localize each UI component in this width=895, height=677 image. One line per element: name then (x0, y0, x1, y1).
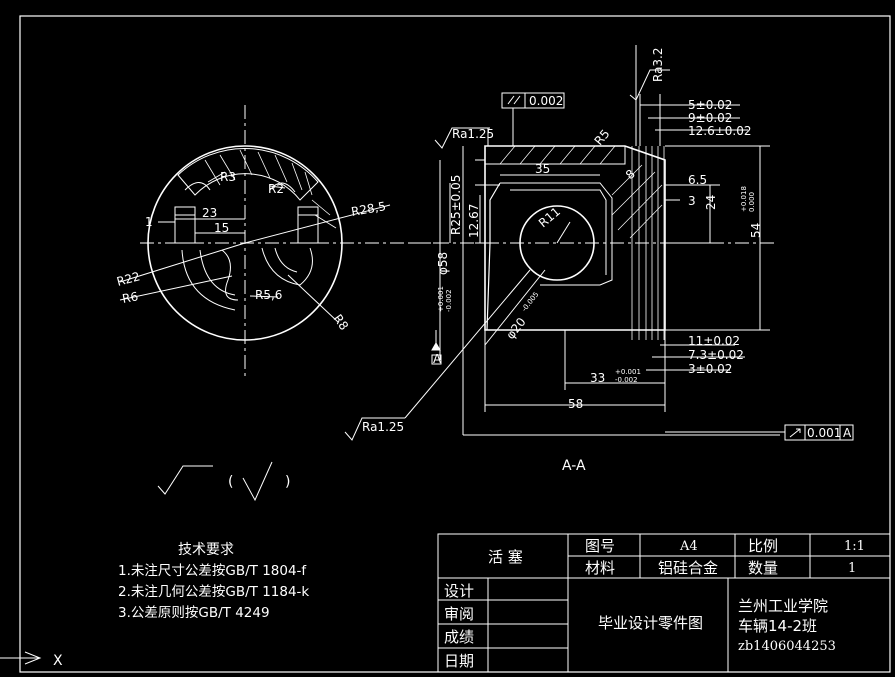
dim-126: 12.6±0.02 (688, 124, 752, 138)
paren-open: ( (228, 474, 233, 490)
dim-5: 5±0.02 (688, 98, 732, 112)
dim-1: 1 (145, 215, 153, 229)
dim-phi58: φ58 (436, 252, 450, 275)
dim-r22: R22 (115, 269, 141, 289)
drawing-title: 毕业设计零件图 (598, 614, 703, 632)
material-label: 材料 (585, 559, 615, 577)
dim-23: 23 (202, 206, 217, 220)
dim-54-tol-lower: 0.000 (748, 192, 756, 212)
dim-33-tol-upper: +0.001 (615, 368, 641, 376)
qty-value: 1 (848, 561, 856, 576)
dim-ra125-top: Ra1.25 (452, 127, 494, 141)
dim-r11: R11 (536, 204, 563, 230)
notes-title: 技术要求 (178, 542, 234, 558)
dim-r285: R28,5 (350, 199, 387, 219)
datum-label: A (433, 352, 442, 366)
material-value: 铝硅合金 (658, 559, 718, 577)
dim-r6: R6 (121, 289, 139, 306)
dim-3: 3 (688, 194, 696, 208)
dim-r25: R25±0.05 (449, 175, 463, 235)
dim-15: 15 (214, 221, 229, 235)
technical-requirements: 技术要求 1.未注尺寸公差按GB/T 1804-f 2.未注几何公差按GB/T … (118, 540, 438, 624)
dim-33: 33 (590, 371, 605, 385)
note-item: 2.未注几何公差按GB/T 1184-k (118, 584, 310, 600)
dim-phi58-tol-upper: +0.001 (437, 286, 445, 312)
drawing-no-label: 图号 (585, 537, 615, 555)
dim-phi58-tol-lower: -0.002 (445, 289, 453, 312)
row-label-design: 设计 (444, 582, 474, 600)
dim-r3: R3 (220, 170, 236, 184)
axis-marker-label: X (53, 653, 63, 669)
note-item: 1.未注尺寸公差按GB/T 1804-f (118, 563, 307, 579)
dim-phi20: φ20 (503, 315, 528, 342)
section-view (344, 45, 785, 441)
dim-35: 35 (535, 162, 550, 176)
title-block (437, 533, 891, 673)
drawing-no: A4 (679, 539, 698, 554)
dim-3b: 3±0.02 (688, 362, 732, 376)
dim-8: 8 (623, 167, 638, 183)
runout-value: 0.001 (807, 426, 841, 440)
axis-marker (0, 651, 42, 665)
scale-label: 比例 (748, 537, 778, 555)
dim-54-tol-upper: +0.018 (740, 186, 748, 212)
dim-54: 54 (749, 223, 763, 238)
class-name: 车辆14-2班 (738, 617, 817, 635)
school-name: 兰州工业学院 (738, 597, 828, 615)
row-label-grade: 成绩 (444, 628, 474, 646)
surface-finish-symbols (157, 461, 273, 502)
front-view-dims: R3 R2 R28,5 1 23 15 R22 R6 R5,6 R8 (115, 170, 387, 333)
runout-datum: A (843, 426, 852, 440)
dim-24: 24 (704, 195, 718, 210)
scale-value: 1:1 (844, 539, 865, 554)
dim-33-tol-lower: -0.002 (615, 376, 638, 384)
row-label-review: 审阅 (444, 605, 474, 623)
dim-9: 9±0.02 (688, 111, 732, 125)
dim-ra32: Ra3.2 (651, 47, 665, 82)
dim-11: 11±0.02 (688, 334, 740, 348)
row-label-date: 日期 (444, 652, 474, 670)
front-view (119, 105, 440, 380)
flatness-value: 0.002 (529, 94, 563, 108)
dim-r2: R2 (268, 182, 284, 196)
dim-73: 7.3±0.02 (688, 348, 744, 362)
dim-1267: 12.67 (467, 204, 481, 238)
qty-label: 数量 (748, 559, 778, 577)
part-name: 活 塞 (488, 548, 523, 566)
note-item: 3.公差原则按GB/T 4249 (118, 605, 270, 621)
dim-phi20-tol: -0.005 (520, 291, 540, 314)
dim-ra125-low: Ra1.25 (362, 420, 404, 434)
flatness-frame: 0.002 (501, 92, 565, 109)
dim-65: 6.5 (688, 173, 707, 187)
dim-r56: R5,6 (255, 288, 282, 302)
student-id: zb1406044253 (738, 639, 836, 654)
section-label: A-A (562, 458, 586, 474)
dim-r8: R8 (331, 312, 352, 333)
dim-58: 58 (568, 397, 583, 411)
runout-frame: 0.001 A (784, 424, 854, 441)
paren-close: ) (285, 474, 290, 490)
dim-r5: R5 (592, 127, 613, 148)
